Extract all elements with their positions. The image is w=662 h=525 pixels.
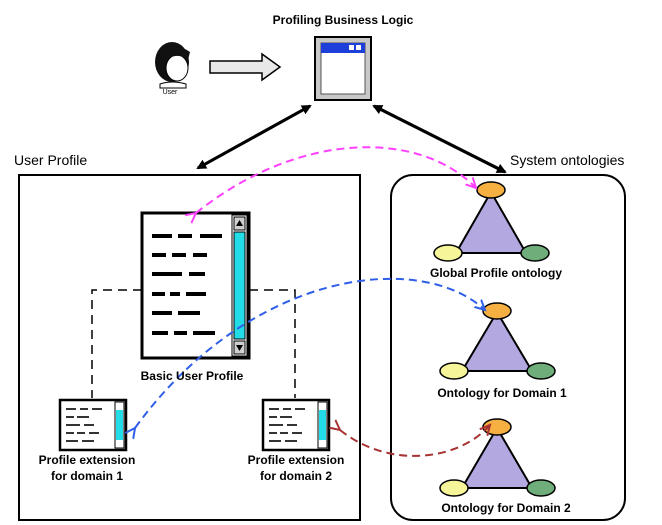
user-label: User (162, 89, 178, 96)
basic-profile-document-icon (140, 211, 251, 360)
logic-to-ontologies-arrow (372, 104, 507, 174)
profile-extension-1-label-line2: for domain 1 (50, 469, 124, 483)
logic-to-profile-arrow (196, 104, 312, 170)
domain2-ontology-label: Ontology for Domain 2 (441, 501, 571, 515)
user-profile-label: User Profile (14, 152, 88, 168)
global-ontology-mapping-arrow (196, 146, 476, 213)
domain1-ontology-mapping-arrow (135, 277, 485, 428)
user-icon (155, 42, 190, 89)
domain2-ontology-mapping-arrow (340, 425, 490, 457)
global-ontology-label: Global Profile ontology (430, 266, 562, 280)
domain2-ontology-icon (439, 418, 556, 497)
application-window-icon (314, 36, 372, 101)
profile-extension-2-label-line2: for domain 2 (259, 469, 333, 483)
profile-extension-1-document-icon (58, 398, 128, 452)
domain1-ontology-label: Ontology for Domain 1 (437, 386, 567, 400)
domain1-ontology-icon (439, 302, 556, 380)
profile-extension-1-label-line1: Profile extension (38, 453, 136, 467)
page-title: Profiling Business Logic (272, 13, 414, 27)
profile-extension-connectors (91, 289, 296, 398)
system-ontologies-label: System ontologies (510, 152, 625, 168)
user-to-logic-arrow (209, 52, 282, 82)
global-ontology-icon (433, 181, 550, 262)
basic-profile-label: Basic User Profile (140, 369, 244, 383)
profile-extension-2-label-line1: Profile extension (247, 453, 345, 467)
profile-extension-2-document-icon (261, 398, 331, 452)
